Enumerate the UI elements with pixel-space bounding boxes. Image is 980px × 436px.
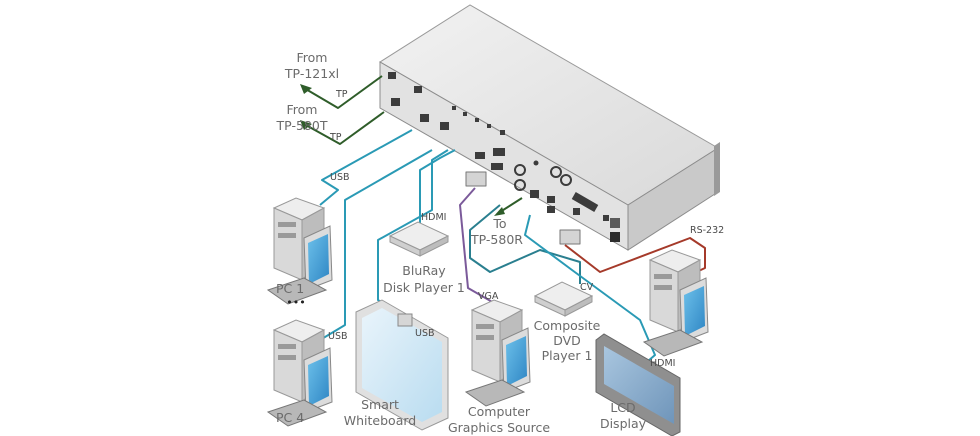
- usb-pc4-label: USB: [328, 331, 348, 342]
- bluray-label-1: BluRay: [402, 263, 446, 278]
- main-unit: [379, 4, 720, 251]
- hdmi-lcd-label: HDMI: [650, 358, 675, 369]
- computer-graphics-label-1: Computer: [468, 404, 531, 419]
- cv-label: CV: [580, 282, 594, 293]
- cables: [300, 75, 706, 369]
- tp-cable-2: [303, 111, 385, 145]
- rear-panel-ports: [388, 72, 620, 242]
- from-tp121xl-label-2: TP-121xl: [284, 66, 339, 81]
- vga-label: VGA: [478, 291, 499, 302]
- rs232-label: RS-232: [690, 225, 724, 236]
- tp580r-cable: [499, 197, 523, 213]
- computer-graphics-source: [464, 299, 531, 407]
- pc4-label: PC 4: [276, 410, 304, 425]
- composite-dvd-player: [533, 281, 594, 317]
- smart-whiteboard: [355, 299, 449, 431]
- bluray-player: [388, 221, 450, 257]
- control-pc: [642, 249, 709, 357]
- pc1-label: PC 1: [276, 281, 304, 296]
- pc1: [266, 197, 333, 305]
- rs232-cable: [564, 237, 706, 276]
- usb-cable-pc4: [319, 149, 433, 341]
- labels: From TP-121xl From TP-580T TP TP USB USB…: [276, 50, 725, 435]
- composite-dvd-label-3: Player 1: [542, 348, 593, 363]
- composite-dvd-label-2: DVD: [553, 333, 581, 348]
- computer-graphics-label-2: Graphics Source: [448, 420, 550, 435]
- composite-dvd-label-1: Composite: [534, 318, 601, 333]
- tp-cable-1: [303, 75, 383, 109]
- cv-cable: [469, 204, 581, 284]
- usb-cable-pc1: [319, 129, 413, 206]
- lcd-label-1: LCD: [610, 400, 635, 415]
- lcd-display: [595, 333, 681, 436]
- to-tp580r-label-2: TP-580R: [470, 232, 523, 247]
- bluray-label-2: Disk Player 1: [383, 280, 465, 295]
- whiteboard-label-1: Smart: [361, 397, 399, 412]
- hdmi-cable-lcd: [524, 214, 656, 369]
- hdmi-bluray-label: HDMI: [421, 212, 446, 223]
- whiteboard-label-2: Whiteboard: [344, 413, 416, 428]
- tp-label-2: TP: [329, 132, 342, 143]
- from-tp580t-label-1: From: [287, 102, 318, 117]
- usb-whiteboard-label: USB: [415, 328, 435, 339]
- usb-pc1-label: USB: [330, 172, 350, 183]
- from-tp121xl-label-1: From: [297, 50, 328, 65]
- ellipsis-label: •••: [286, 296, 305, 309]
- hdmi-cable-bluray: [419, 149, 456, 228]
- lcd-label-2: Display: [600, 416, 647, 431]
- to-tp580r-label-1: To: [492, 216, 506, 231]
- from-tp580t-label-2: TP-580T: [276, 118, 328, 133]
- pc4: [266, 319, 333, 427]
- tp-label-1: TP: [335, 89, 348, 100]
